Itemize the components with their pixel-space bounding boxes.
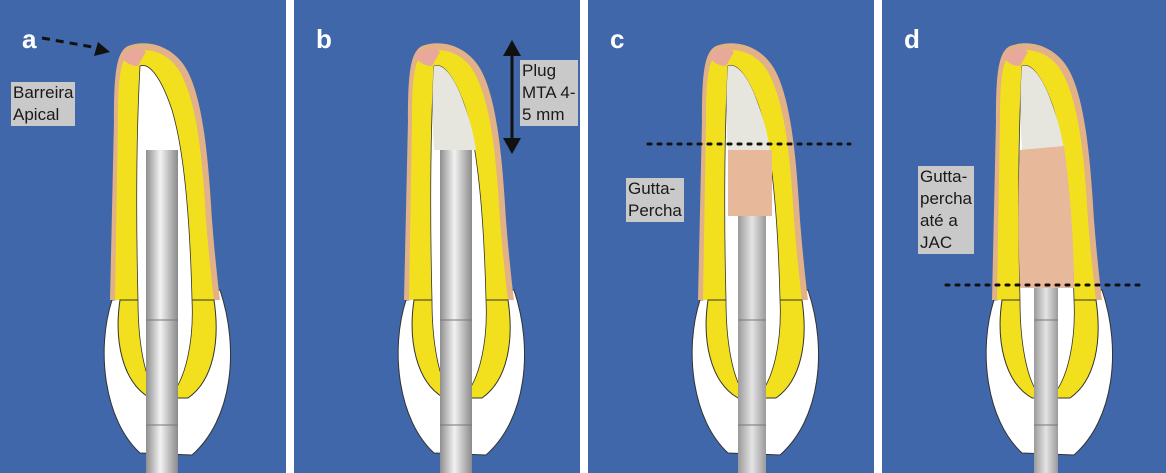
label-line: até a [920, 210, 972, 232]
panel-letter: a [22, 26, 36, 52]
panel-b: b Plug MTA 4- 5 mm [294, 0, 580, 473]
double-arrow-icon [503, 40, 521, 154]
label-line: MTA 4- [522, 82, 576, 104]
panel-letter: b [316, 26, 332, 52]
panel-letter: c [610, 26, 624, 52]
label-line: Percha [628, 200, 682, 222]
panel-label: Barreira Apical [11, 82, 75, 126]
endodontic-instrument-icon [1034, 288, 1058, 473]
label-line: Apical [13, 104, 73, 126]
panel-a: a Barreira Apical [0, 0, 286, 473]
label-line: JAC [920, 232, 972, 254]
panel-letter: d [904, 26, 920, 52]
label-line: percha [920, 188, 972, 210]
dashed-arrow-icon [42, 38, 110, 56]
label-line: 5 mm [522, 104, 576, 126]
panel-d: d Gutta- percha até a JAC [882, 0, 1166, 473]
panel-c: c Gutta- Percha [588, 0, 874, 473]
tooth-diagram-a [0, 0, 286, 473]
panel-label: Gutta- Percha [626, 178, 684, 222]
label-line: Gutta- [628, 178, 682, 200]
tooth-diagram-c [588, 0, 874, 473]
endodontic-instrument-icon [738, 216, 766, 473]
label-line: Plug [522, 60, 576, 82]
label-line: Barreira [13, 82, 73, 104]
label-line: Gutta- [920, 166, 972, 188]
panel-label: Gutta- percha até a JAC [918, 166, 974, 254]
panel-label: Plug MTA 4- 5 mm [520, 60, 578, 126]
